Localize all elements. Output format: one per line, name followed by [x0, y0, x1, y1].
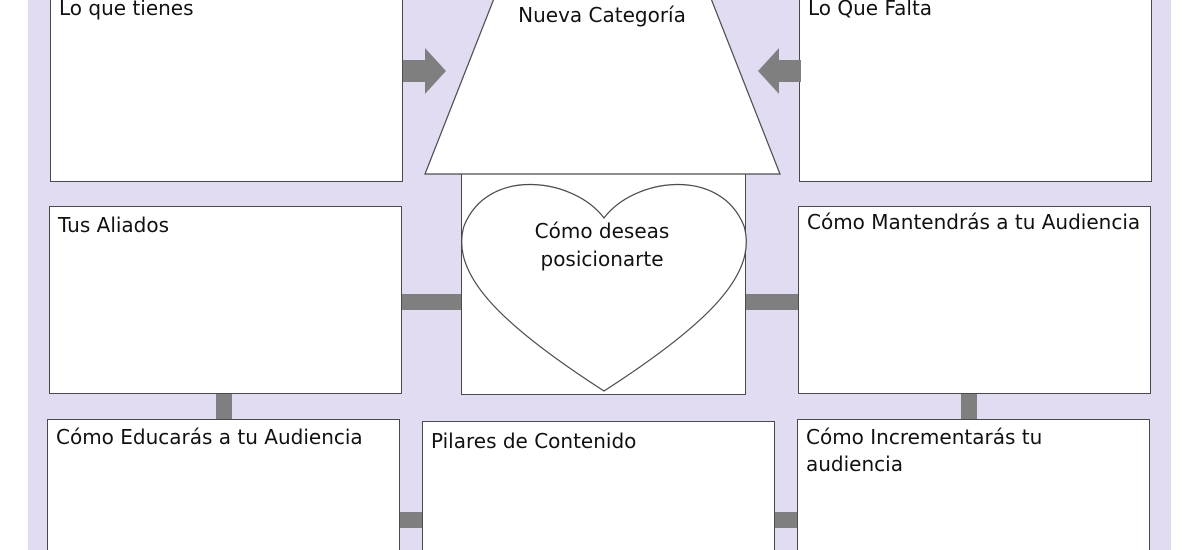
box-educaras-audiencia: Cómo Educarás a tu Audiencia — [47, 419, 400, 550]
box-lo-que-tienes: Lo que tienes — [50, 0, 403, 182]
box-lo-que-tienes-label: Lo que tienes — [59, 0, 194, 20]
arrow-right-icon — [403, 48, 446, 94]
connector-tus-aliados-house — [401, 294, 461, 310]
connector-pilares-incrementaras — [773, 512, 798, 528]
box-incrementaras-audiencia: Cómo Incrementarás tu audiencia — [797, 419, 1150, 550]
box-mantendras-audiencia-label: Cómo Mantendrás a tu Audiencia — [807, 210, 1141, 234]
heart-icon — [461, 183, 747, 392]
box-lo-que-falta: Lo Que Falta — [799, 0, 1152, 182]
arrow-left-icon — [758, 48, 801, 94]
heart-label-line1: Cómo deseas — [535, 219, 670, 243]
box-tus-aliados-label: Tus Aliados — [58, 213, 170, 237]
connector-house-mantendras — [745, 294, 799, 310]
roof-label: Nueva Categoría — [518, 3, 686, 27]
box-educaras-audiencia-label: Cómo Educarás a tu Audiencia — [56, 425, 363, 449]
box-pilares-contenido: Pilares de Contenido — [422, 421, 775, 550]
box-pilares-contenido-label: Pilares de Contenido — [431, 429, 637, 453]
box-tus-aliados: Tus Aliados — [49, 206, 402, 394]
box-lo-que-falta-label: Lo Que Falta — [808, 0, 933, 20]
house-roof — [424, 0, 781, 175]
box-mantendras-audiencia: Cómo Mantendrás a tu Audiencia — [798, 206, 1151, 394]
box-incrementaras-audiencia-label: Cómo Incrementarás tu audiencia — [806, 425, 1043, 476]
connector-tus-aliados-educaras — [216, 393, 232, 420]
connector-mantendras-incrementaras — [961, 393, 977, 420]
heart-label-line2: posicionarte — [541, 247, 664, 271]
connector-educaras-pilares — [398, 512, 423, 528]
